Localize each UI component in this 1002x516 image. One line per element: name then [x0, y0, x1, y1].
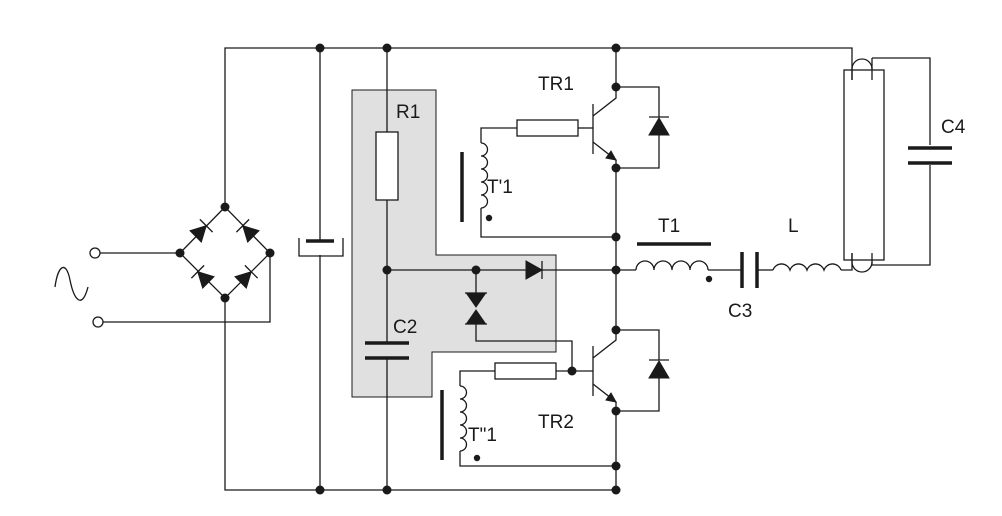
- l-label: L: [788, 216, 799, 237]
- bridge-diode-1: [189, 218, 214, 243]
- t1-secondary-label: T"1: [468, 425, 497, 446]
- transformer-t1: [616, 242, 741, 283]
- capacitor-c4: [908, 146, 952, 165]
- r1-label: R1: [396, 102, 420, 123]
- c2-label: C2: [393, 317, 417, 338]
- filter-capacitor: [298, 43, 344, 495]
- capacitor-c2: [365, 341, 409, 495]
- starter-shaded-region: [351, 89, 557, 398]
- transistor-tr2: [555, 322, 617, 490]
- diac: [465, 270, 573, 371]
- t1-label: T1: [658, 216, 680, 237]
- transistor-tr1: [578, 43, 621, 237]
- sine-wave-icon: [54, 266, 89, 301]
- ac-source: [54, 247, 104, 328]
- bridge-diode-4: [234, 264, 259, 289]
- negative-rail: [224, 298, 616, 491]
- tr1-base-network: [460, 119, 621, 242]
- fluorescent-tube: [843, 57, 931, 273]
- t1-primary-label: T'1: [487, 177, 513, 198]
- bridge-rectifier: [175, 202, 275, 303]
- tr1-freewheel-diode: [611, 82, 670, 173]
- tr2-freewheel-diode: [611, 325, 670, 416]
- c3-label: C3: [728, 301, 752, 322]
- bridge-diode-3: [190, 264, 215, 289]
- inductor-l: [772, 253, 853, 272]
- tr2-label: TR2: [538, 412, 574, 433]
- bridge-diode-2: [235, 218, 260, 243]
- positive-rail: [224, 47, 853, 207]
- ac-input-terminal-bottom: [92, 316, 104, 328]
- ac-input-terminal-top: [89, 247, 101, 259]
- starter-diode: [525, 260, 616, 280]
- capacitor-c3: [740, 252, 773, 288]
- tr2-base-network: [440, 362, 621, 471]
- ac-line-wire-bottom: [103, 253, 271, 323]
- c4-label: C4: [941, 117, 966, 138]
- tr1-label: TR1: [538, 74, 574, 95]
